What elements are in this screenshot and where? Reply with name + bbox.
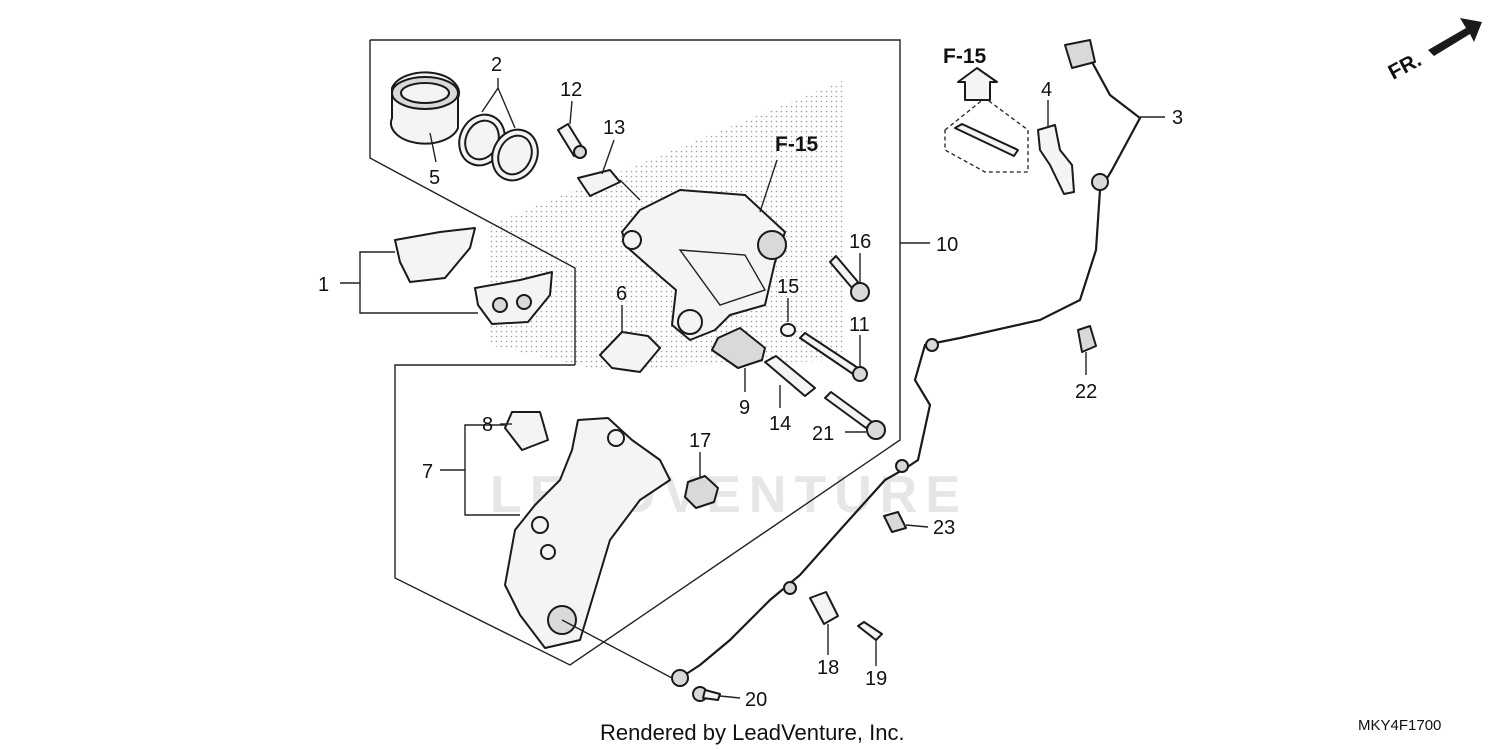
caliper-assembly-frame-left xyxy=(369,40,576,365)
callout-14: 14 xyxy=(769,413,791,435)
callout-19: 19 xyxy=(865,668,887,690)
footer-credit: Rendered by LeadVenture, Inc. xyxy=(600,720,905,745)
callout-12: 12 xyxy=(560,79,582,101)
piston-part xyxy=(390,71,460,145)
caliper-body-part xyxy=(621,189,787,341)
ref-label-caliper: F-15 xyxy=(775,133,819,156)
callout-4: 4 xyxy=(1041,79,1052,101)
bracket-bolt-part xyxy=(824,391,886,440)
ref-label-top: F-15 xyxy=(943,45,987,68)
callout-21: 21 xyxy=(812,423,834,445)
callout-3: 3 xyxy=(1172,107,1183,129)
front-direction-label: FR. xyxy=(1385,48,1426,84)
callout-20: 20 xyxy=(745,689,767,711)
stay-bolt-part xyxy=(857,621,883,641)
diagram-code: MKY4F1700 xyxy=(1358,717,1441,734)
caliper-pin-part xyxy=(799,332,868,382)
callout-18: 18 xyxy=(817,657,839,679)
caliper-assembly-frame xyxy=(370,39,901,666)
front-direction-arrow-icon xyxy=(1428,18,1482,56)
bleeder-screw-part xyxy=(557,123,587,159)
pad-retainer-part xyxy=(504,411,549,451)
callout-17: 17 xyxy=(689,430,711,452)
brake-pad-set-part xyxy=(394,227,553,325)
wire-clamp-part xyxy=(883,511,907,533)
callout-13: 13 xyxy=(603,117,625,139)
callout-6: 6 xyxy=(616,283,627,305)
callout-9: 9 xyxy=(739,397,750,419)
callout-16: 16 xyxy=(849,231,871,253)
pin-sleeve-part xyxy=(764,355,816,397)
wire-stay-part xyxy=(809,591,839,625)
wire-clip-part xyxy=(1077,325,1097,353)
callout-11: 11 xyxy=(849,314,870,336)
leader-lines xyxy=(340,78,1165,699)
piston-seal-set-part xyxy=(458,113,539,182)
washer-part xyxy=(780,323,796,337)
bleeder-cap-part xyxy=(577,169,621,197)
pin-boot-part xyxy=(711,327,766,369)
callout-10: 10 xyxy=(936,234,958,256)
callout-5: 5 xyxy=(429,167,440,189)
sensor-bolt-part xyxy=(692,686,721,702)
bracket-boot-part xyxy=(684,475,719,509)
pin-bolt-part xyxy=(829,255,870,302)
callout-7: 7 xyxy=(422,461,433,483)
ref-bolt-part xyxy=(954,123,1019,157)
callout-15: 15 xyxy=(777,276,799,298)
callout-22: 22 xyxy=(1075,381,1097,403)
sensor-stay-part xyxy=(1037,124,1075,195)
callout-2: 2 xyxy=(491,54,502,76)
callout-23: 23 xyxy=(933,517,955,539)
callout-8: 8 xyxy=(482,414,493,436)
callout-1: 1 xyxy=(318,274,329,296)
ref-arrow-up-icon xyxy=(957,67,998,101)
wheel-speed-sensor-part xyxy=(671,39,1142,687)
